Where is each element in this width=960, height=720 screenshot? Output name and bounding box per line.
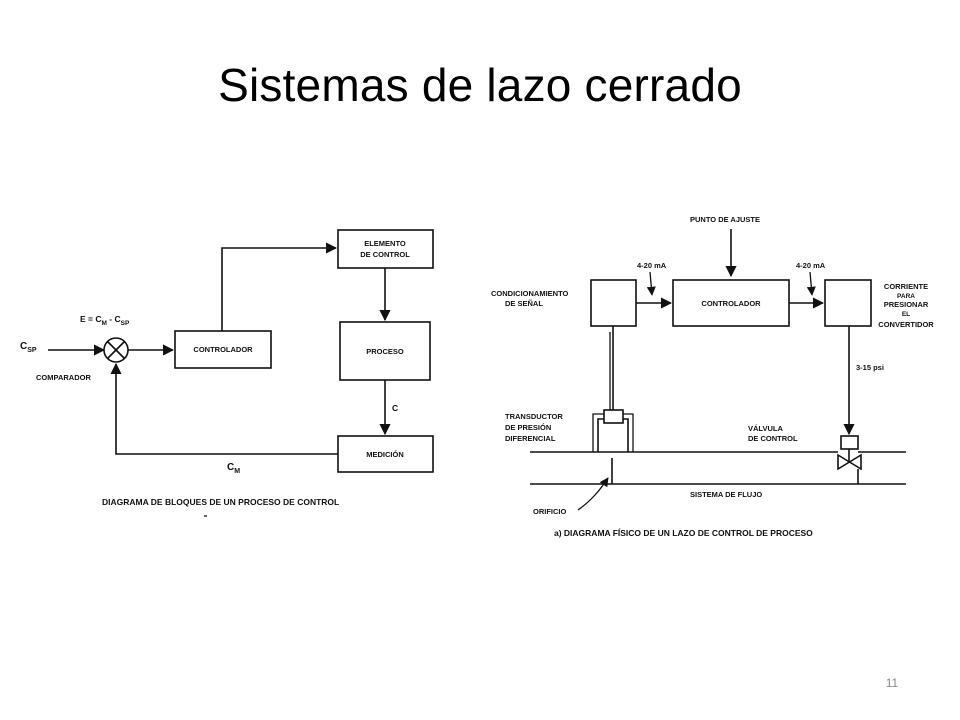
block-diagram: CSP COMPARADOR E = CM - CSP CONTROLADOR … bbox=[20, 229, 434, 517]
converter-label-4: EL bbox=[902, 311, 910, 318]
valve-label-2: DE CONTROL bbox=[748, 434, 798, 443]
signal-conditioning-label-1: CONDICIONAMIENTO bbox=[491, 289, 569, 298]
orifice-label: ORIFICIO bbox=[533, 507, 566, 516]
measurement-block bbox=[337, 435, 434, 473]
transducer-label-2: DE PRESIÓN bbox=[505, 423, 551, 432]
page-number: 11 bbox=[885, 676, 899, 690]
setpoint-text: PUNTO DE AJUSTE bbox=[690, 215, 760, 224]
control-element-block bbox=[337, 229, 434, 269]
control-element-label-1: ELEMENTO bbox=[364, 239, 406, 248]
current-in-label: 4-20 mA bbox=[637, 261, 667, 270]
valve-label-1: VÁLVULA bbox=[748, 424, 783, 433]
controller-block bbox=[174, 330, 272, 369]
flow-system-label: SISTEMA DE FLUJO bbox=[690, 490, 762, 499]
signal-conditioning-label-2: DE SEÑAL bbox=[505, 299, 543, 308]
converter-label-5: CONVERTIDOR bbox=[878, 320, 934, 329]
output-label: C bbox=[392, 403, 398, 413]
feedback-line bbox=[110, 362, 338, 455]
controller-label: CONTROLADOR bbox=[193, 345, 253, 354]
transducer-label-3: DIFERENCIAL bbox=[505, 434, 556, 443]
current-out-tick bbox=[806, 271, 816, 296]
physical-controller-label: CONTROLADOR bbox=[701, 299, 761, 308]
orifice-pointer bbox=[577, 477, 609, 511]
converter-block bbox=[824, 279, 872, 327]
process-label: PROCESO bbox=[366, 347, 404, 356]
converter-label-2: PARA bbox=[897, 293, 915, 300]
slide-title: Sistemas de lazo cerrado bbox=[218, 59, 742, 111]
signal-conditioning-block bbox=[590, 279, 637, 327]
converter-label-1: CORRIENTE bbox=[884, 282, 928, 291]
comparator-label: COMPARADOR bbox=[36, 373, 91, 382]
physical-controller-block bbox=[672, 279, 790, 327]
error-equation: E = CM - CSP bbox=[80, 314, 130, 327]
process-block bbox=[339, 321, 431, 381]
controller-to-element-line bbox=[221, 242, 338, 331]
measurement-label: MEDICIÓN bbox=[366, 450, 404, 459]
pressure-signal-label: 3-15 psi bbox=[856, 363, 884, 372]
measured-label: CM bbox=[227, 462, 240, 475]
block-diagram-caption: DIAGRAMA DE BLOQUES DE UN PROCESO DE CON… bbox=[102, 497, 339, 507]
converter-label-3: PRESIONAR bbox=[884, 300, 929, 309]
comparator-symbol bbox=[103, 337, 129, 363]
current-in-tick bbox=[646, 271, 656, 296]
setpoint-label: CSP bbox=[20, 341, 37, 354]
control-element-label-2: DE CONTROL bbox=[360, 250, 410, 259]
physical-diagram-caption: a) DIAGRAMA FÍSICO DE UN LAZO DE CONTROL… bbox=[554, 528, 813, 538]
control-valve-symbol bbox=[837, 435, 862, 484]
transducer-symbol bbox=[592, 409, 634, 452]
transducer-label-1: TRANSDUCTOR bbox=[505, 412, 563, 421]
current-out-label: 4-20 mA bbox=[796, 261, 826, 270]
physical-diagram: PUNTO DE AJUSTE CONDICIONAMIENTO DE SEÑA… bbox=[491, 215, 934, 538]
